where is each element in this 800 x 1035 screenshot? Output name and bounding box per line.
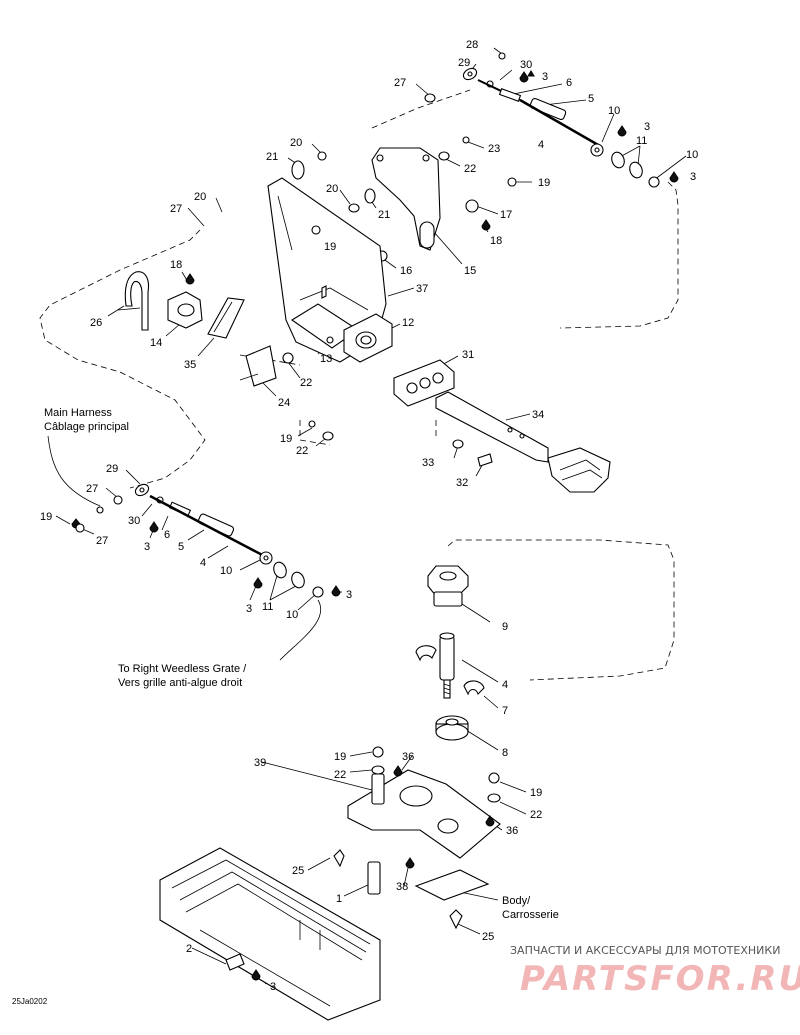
callout: 23 xyxy=(488,143,500,155)
callout: 10 xyxy=(286,609,298,621)
grate-label: To Right Weedless Grate / xyxy=(118,663,247,675)
callout: 8 xyxy=(502,747,508,759)
callout: 32 xyxy=(456,477,468,489)
callout: 33 xyxy=(422,457,434,469)
callout: 15 xyxy=(464,265,476,277)
callout: 36 xyxy=(402,751,414,763)
callout: 3 xyxy=(644,121,650,133)
callout: 28 xyxy=(466,39,478,51)
body-label-fr: Carrosserie xyxy=(502,909,559,921)
callout: 19 xyxy=(324,241,336,253)
pedal-lever xyxy=(435,391,611,493)
callout: 3 xyxy=(690,171,696,183)
callout: 22 xyxy=(530,809,542,821)
watermark-logo: PARTSFOR.RU xyxy=(520,959,800,999)
callout: 31 xyxy=(462,349,474,361)
callout: 10 xyxy=(608,105,620,117)
callout: 37 xyxy=(416,283,428,295)
callout: 18 xyxy=(490,235,502,247)
callout: 22 xyxy=(296,445,308,457)
callout: 20 xyxy=(194,191,206,203)
callout: 39 xyxy=(254,757,266,769)
callout: 34 xyxy=(532,409,544,421)
callout: 19 xyxy=(334,751,346,763)
callout: 20 xyxy=(290,137,302,149)
callout: 22 xyxy=(334,769,346,781)
weedless-grate xyxy=(159,847,381,1021)
center-parts xyxy=(415,565,485,741)
callout: 14 xyxy=(150,337,162,349)
callout: 19 xyxy=(280,433,292,445)
main-harness-label: Main Harness xyxy=(44,407,112,419)
main-harness-label-fr: Câblage principal xyxy=(44,421,129,433)
callout: 27 xyxy=(86,483,98,495)
dashed-connectors xyxy=(39,89,679,681)
callout: 27 xyxy=(170,203,182,215)
callout: 38 xyxy=(396,881,408,893)
callout: 3 xyxy=(270,981,276,993)
callout: 2 xyxy=(186,943,192,955)
callout: 3 xyxy=(346,589,352,601)
callout: 20 xyxy=(326,183,338,195)
callout: 5 xyxy=(178,541,184,553)
callout: 11 xyxy=(262,601,273,613)
callout: 22 xyxy=(464,163,476,175)
callout: 36 xyxy=(506,825,518,837)
callout-labels: 28 29 30 3 6 5 27 10 3 4 11 10 3 20 23 2… xyxy=(40,39,698,993)
callout: 30 xyxy=(128,515,140,527)
callout: 6 xyxy=(566,77,572,89)
watermark: ЗАПЧАСТИ И АКСЕССУАРЫ ДЛЯ МОТОТЕХНИКИ PA… xyxy=(510,944,800,999)
callout: 12 xyxy=(402,317,414,329)
callout: 4 xyxy=(200,557,206,569)
callout: 26 xyxy=(90,317,102,329)
lower-cable-assembly xyxy=(71,483,341,598)
callout: 13 xyxy=(320,353,332,365)
callout: 29 xyxy=(106,463,118,475)
callout: 35 xyxy=(184,359,196,371)
callout: 27 xyxy=(96,535,108,547)
base-plate xyxy=(333,746,501,930)
callout: 16 xyxy=(400,265,412,277)
callout: 25 xyxy=(292,865,304,877)
left-parts xyxy=(117,271,334,441)
callout: 4 xyxy=(538,139,544,151)
body-label: Body/ xyxy=(502,895,531,907)
annotations: Main Harness Câblage principal To Right … xyxy=(12,407,559,1006)
watermark-tagline: ЗАПЧАСТИ И АКСЕССУАРЫ ДЛЯ МОТОТЕХНИКИ xyxy=(510,944,780,957)
callout: 18 xyxy=(170,259,182,271)
grate-label-fr: Vers grille anti-algue droit xyxy=(118,677,242,689)
callout: 19 xyxy=(538,177,550,189)
callout: 3 xyxy=(246,603,252,615)
callout: 19 xyxy=(40,511,52,523)
callout: 24 xyxy=(278,397,290,409)
leader-lines xyxy=(47,47,687,985)
callout: 30 xyxy=(520,59,532,71)
callout: 4 xyxy=(502,679,508,691)
callout: 10 xyxy=(220,565,232,577)
callout: 6 xyxy=(164,529,170,541)
callout: 29 xyxy=(458,57,470,69)
callout: 21 xyxy=(378,209,390,221)
bushing-housing xyxy=(326,313,455,407)
callout: 3 xyxy=(144,541,150,553)
callout: 3 xyxy=(542,71,548,83)
callout: 21 xyxy=(266,151,278,163)
upper-cable-assembly xyxy=(424,52,679,188)
callout: 7 xyxy=(502,705,508,717)
callout: 11 xyxy=(636,135,647,147)
callout: 9 xyxy=(502,621,508,633)
callout: 19 xyxy=(530,787,542,799)
main-frame xyxy=(267,151,387,363)
callout: 5 xyxy=(588,93,594,105)
callout: 25 xyxy=(482,931,494,943)
callout: 1 xyxy=(336,893,342,905)
callout: 27 xyxy=(394,77,406,89)
diagram-code: 25Ja0202 xyxy=(12,997,48,1006)
callout: 17 xyxy=(500,209,512,221)
callout: 10 xyxy=(686,149,698,161)
callout: 22 xyxy=(300,377,312,389)
